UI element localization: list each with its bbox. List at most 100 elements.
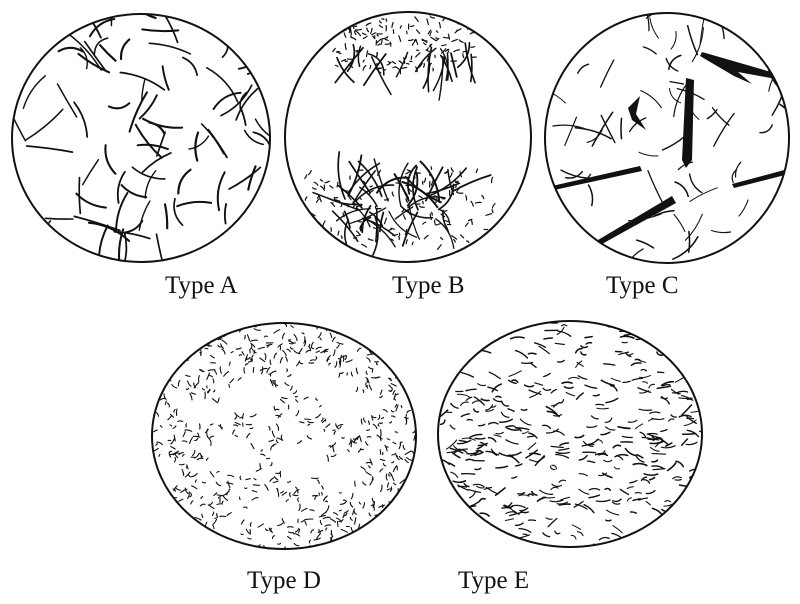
graphite-speck [207,433,209,438]
graphite-speck [278,490,279,497]
graphite-dot [442,45,447,46]
graphite-flake [527,436,534,437]
graphite-flake [139,201,150,230]
graphite-speck [171,439,175,444]
graphite-flake [551,389,556,393]
graphite-flake [577,393,584,399]
graphite-speck [353,438,356,439]
graphite-flake [474,409,479,412]
graphite-dot [426,48,428,50]
graphite-speck [293,534,299,536]
graphite-dot [476,202,482,203]
graphite-flake [637,455,643,458]
graphite-dot [386,19,387,21]
graphite-flake [601,380,614,385]
graphite-speck [254,329,260,331]
panel-type-a [5,0,283,274]
graphite-speck [373,424,377,428]
graphite-speck [191,493,192,495]
graphite-dot [309,171,312,175]
graphite-dot [415,17,418,22]
graphite-flake [669,55,681,69]
graphite-dot [427,19,429,25]
graphite-speck [366,371,367,374]
graphite-flake [522,363,533,364]
graphite-speck [333,350,335,356]
panel-type-b [285,12,531,263]
graphite-dot [368,239,373,241]
graphite-speck [363,503,365,508]
graphite-flake [643,382,648,384]
graphite-dot [437,31,438,33]
graphite-speck [261,454,265,456]
graphite-speck [300,422,304,423]
graphite-speck [178,380,180,386]
graphite-dot [430,17,434,18]
graphite-speck [207,337,208,343]
graphite-speck [339,373,340,377]
graphite-speck [153,448,158,451]
graphite-speck [298,498,299,501]
graphite-flake [593,395,599,396]
graphite-flake [183,58,197,76]
graphite-speck [373,477,374,480]
graphite-speck [242,352,244,355]
graphite-flake [76,194,106,208]
graphite-flake [480,513,489,516]
graphite-dot [424,178,426,182]
graphite-flake [622,436,632,437]
graphite-flake [644,474,658,475]
graphite-flake [698,468,705,473]
graphite-speck [213,519,217,524]
graphite-speck [235,423,240,425]
graphite-speck [266,529,268,531]
graphite-speck [224,372,229,377]
graphite-flake [552,465,557,469]
graphite-flake [627,487,633,489]
graphite-speck [320,338,321,340]
graphite-speck [341,372,344,373]
graphite-dot [451,168,453,172]
graphite-dot [436,224,440,225]
graphite-speck [378,424,379,426]
graphite-flake [671,415,677,417]
graphite-speck [156,413,158,417]
graphite-flake [489,423,498,425]
graphite-flake [552,484,561,486]
graphite-speck [248,538,251,539]
graphite-speck [188,381,192,386]
graphite-flake [586,343,591,344]
graphite-speck [322,486,324,489]
graphite-speck [270,478,274,482]
graphite-flake [459,486,467,487]
primary-graphite-plate [700,52,778,84]
graphite-flake [478,384,486,386]
graphite-speck [363,482,367,485]
graphite-speck [349,439,351,445]
graphite-dot [454,240,455,243]
graphite-speck [160,385,162,390]
graphite-flake [644,528,650,531]
graphite-speck [392,454,396,455]
graphite-dot [335,18,339,21]
graphite-dot [430,32,431,36]
graphite-dot [430,214,431,220]
graphite-speck [387,362,393,364]
graphite-speck [319,515,325,517]
graphite-flake [535,457,544,466]
graphite-flake [566,393,575,396]
graphite-speck [331,454,336,456]
graphite-speck [367,354,374,355]
label-type-b: Type B [392,273,465,298]
graphite-dot [400,26,401,28]
graphite-speck [321,547,324,548]
graphite-flake [202,124,224,154]
graphite-flake [665,501,671,502]
graphite-speck [395,404,397,407]
graphite-flake [90,19,114,36]
graphite-speck [390,422,392,423]
graphite-flake [518,493,525,494]
graphite-dot [412,242,413,245]
graphite-speck [186,424,187,427]
graphite-speck [267,344,272,345]
